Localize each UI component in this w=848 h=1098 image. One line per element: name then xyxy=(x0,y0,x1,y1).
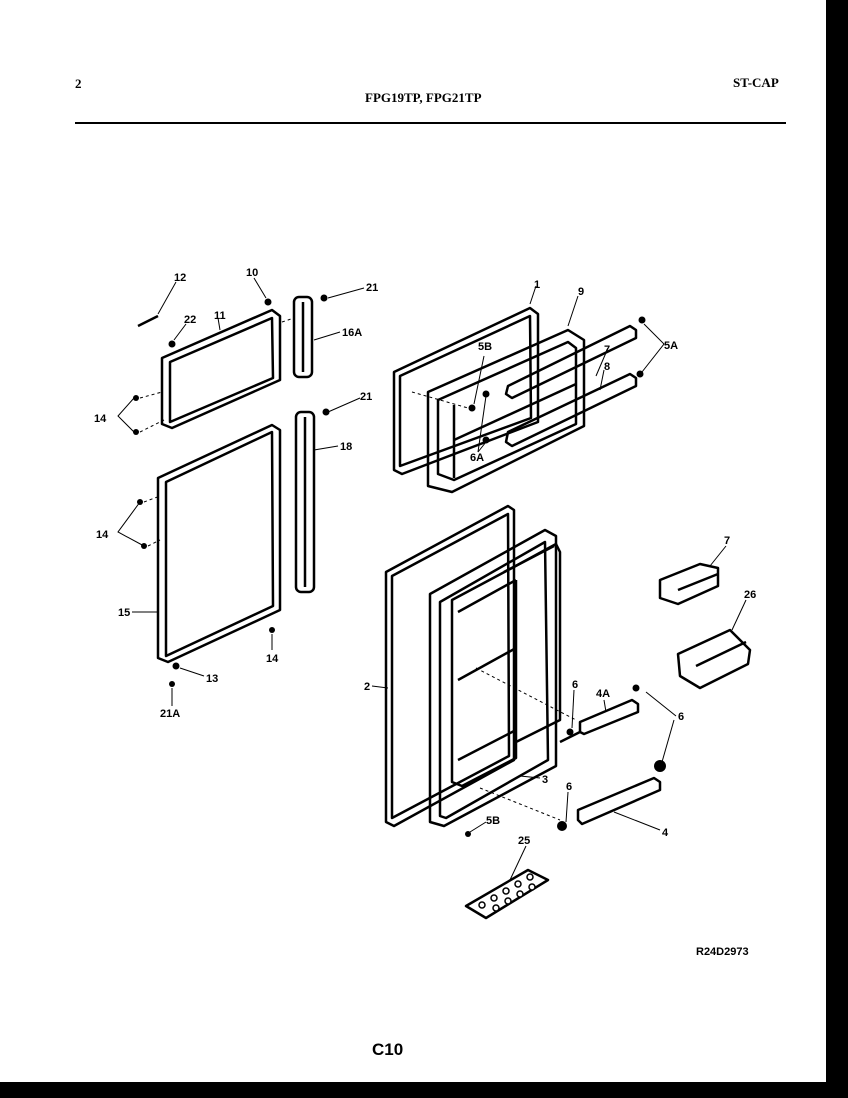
freezer-outer-door xyxy=(392,306,540,476)
food-handle xyxy=(294,410,316,594)
freezer-shelf-upper xyxy=(504,324,638,400)
food-door-gasket xyxy=(156,423,282,664)
callout-22: 22 xyxy=(184,314,196,326)
door-shelf-4 xyxy=(576,776,662,826)
page-code: C10 xyxy=(372,1040,404,1059)
callout-21a: 21A xyxy=(160,708,180,720)
food-outer-door xyxy=(384,504,516,828)
callout-7-bin: 7 xyxy=(724,535,730,547)
callout-9: 9 xyxy=(578,286,584,298)
callout-10: 10 xyxy=(246,267,258,279)
callout-14-lower: 14 xyxy=(266,653,279,665)
callout-21-top: 21 xyxy=(366,282,378,294)
scan-border-bottom xyxy=(0,1082,848,1098)
callout-5b: 5B xyxy=(478,341,492,353)
callout-26: 26 xyxy=(744,589,756,601)
callout-4: 4 xyxy=(662,827,669,839)
callout-16a: 16A xyxy=(342,327,362,339)
header-rule xyxy=(75,122,786,124)
callout-14-middle: 14 xyxy=(96,529,109,541)
freezer-inner-liner xyxy=(426,328,586,494)
callout-21-lower: 21 xyxy=(360,391,372,403)
callout-5a: 5A xyxy=(664,340,678,352)
callout-25: 25 xyxy=(518,835,530,847)
egg-cups xyxy=(478,873,536,912)
dairy-bin xyxy=(676,628,752,690)
diagram-reference: R24D2973 xyxy=(696,946,749,958)
freezer-door-gasket xyxy=(160,308,282,430)
callout-18: 18 xyxy=(340,441,352,453)
callout-6-right: 6 xyxy=(678,711,684,723)
callout-6a: 6A xyxy=(470,452,484,464)
screws xyxy=(133,294,666,837)
callout-11: 11 xyxy=(214,310,226,322)
callout-14-upper: 14 xyxy=(94,413,107,425)
door-shelf-4a xyxy=(578,698,640,736)
scan-border-right xyxy=(826,0,848,1098)
food-door-liner xyxy=(428,528,562,828)
butter-compartment xyxy=(658,562,720,606)
callout-3: 3 xyxy=(542,774,548,786)
egg-tray xyxy=(464,868,550,920)
door-stop-bracket xyxy=(559,730,581,744)
freezer-shelf-lower xyxy=(504,372,638,448)
callout-7-freezer: 7 xyxy=(604,344,610,356)
hinge-pin xyxy=(137,314,159,328)
callout-13: 13 xyxy=(206,673,218,685)
freezer-handle xyxy=(292,295,314,379)
callout-6-upper: 6 xyxy=(572,679,578,691)
callout-6-lower: 6 xyxy=(566,781,572,793)
model-title: FPG19TP, FPG21TP xyxy=(365,90,482,105)
page-number: 2 xyxy=(75,76,82,91)
callout-1: 1 xyxy=(534,279,540,291)
callout-5b-lower: 5B xyxy=(486,815,500,827)
callout-12: 12 xyxy=(174,272,186,284)
callout-8: 8 xyxy=(604,361,610,373)
callout-4a: 4A xyxy=(596,688,610,700)
alignment-lines xyxy=(139,317,577,821)
leader-lines xyxy=(117,277,747,881)
section-code: ST-CAP xyxy=(733,75,779,90)
callout-2: 2 xyxy=(364,681,370,693)
callout-15: 15 xyxy=(118,607,130,619)
